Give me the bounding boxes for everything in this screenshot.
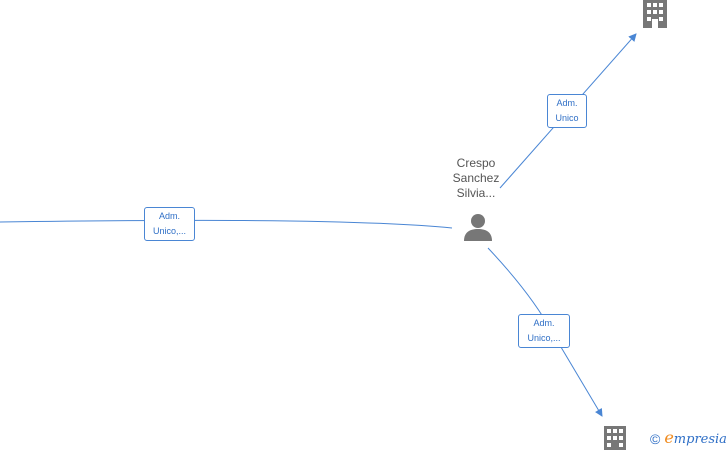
edge-label-line: Unico [555, 113, 579, 123]
edge-label-left[interactable]: Adm. Unico,... [144, 207, 195, 241]
edge-label-line: Adm. [533, 318, 555, 328]
building-icon[interactable] [640, 0, 670, 28]
copyright-symbol: © [650, 431, 661, 447]
edge-label-top-right[interactable]: Adm. Unico [547, 94, 587, 128]
building-icon[interactable] [602, 426, 628, 450]
edge-line-left [0, 219, 453, 229]
person-name-label[interactable]: Crespo Sanchez Silvia... [440, 156, 512, 201]
edge-label-line: Unico,... [527, 333, 561, 343]
brand-initial: e [664, 428, 674, 447]
brand-logo: empresia [664, 429, 727, 449]
brand-rest: mpresia [673, 432, 727, 447]
edge-label-line: Unico,... [152, 226, 186, 236]
edge-label-line: Adm. [158, 211, 180, 221]
edge-label-line: Adm. [556, 98, 578, 108]
person-name-line: Silvia... [456, 186, 496, 200]
empresia-watermark: © empresia [650, 429, 727, 449]
person-icon[interactable] [462, 212, 494, 242]
edge-label-bottom-right[interactable]: Adm. Unico,... [518, 314, 570, 348]
person-name-line: Crespo [456, 156, 496, 170]
person-name-line: Sanchez [452, 171, 500, 185]
